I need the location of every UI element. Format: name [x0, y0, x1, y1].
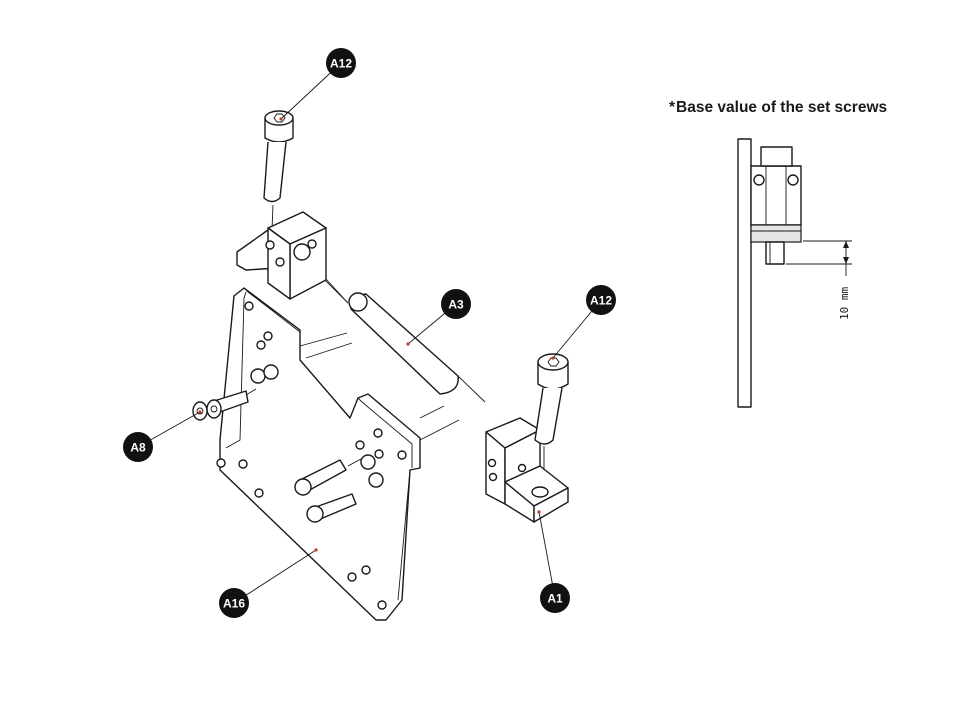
detail-hole-right — [787, 174, 799, 186]
callouts: A12 A3 A12 A8 A1 A16 — [123, 48, 616, 618]
detail-hole-left — [753, 174, 765, 186]
washer-screw-a8 — [192, 388, 257, 421]
top-bracket-block — [236, 211, 348, 303]
callout-a3 — [441, 289, 471, 319]
detail-screw-tip — [765, 241, 785, 265]
callout-a3-label: A3 — [448, 298, 464, 312]
detail-title: *Base value of the set screws — [669, 99, 887, 117]
callout-a8 — [123, 432, 153, 462]
callout-a16 — [219, 588, 249, 618]
right-cap-screw — [534, 353, 569, 470]
callout-a12-top — [326, 48, 356, 78]
callout-a1-label: A1 — [547, 592, 563, 606]
main-plate-a16 — [216, 287, 460, 621]
title-asterisk: * — [669, 99, 676, 116]
set-screw-detail-view: 10 mm — [737, 138, 852, 408]
right-bracket-a1 — [485, 417, 569, 523]
flat-head-screws — [294, 458, 362, 523]
rod-a3 — [324, 279, 486, 403]
dimension-label: 10 mm — [838, 287, 851, 320]
title-text: Base value of the set screws — [676, 99, 888, 116]
callout-a8-label: A8 — [130, 441, 146, 455]
callout-a12-right-label: A12 — [590, 294, 612, 308]
callout-a12-right — [586, 285, 616, 315]
callout-a12-top-label: A12 — [330, 57, 352, 71]
top-cap-screw — [263, 110, 294, 231]
detail-plate — [737, 138, 752, 408]
detail-nut — [750, 224, 802, 243]
callout-a16-label: A16 — [223, 597, 245, 611]
detail-screw-head — [760, 146, 793, 167]
callout-a1 — [540, 583, 570, 613]
